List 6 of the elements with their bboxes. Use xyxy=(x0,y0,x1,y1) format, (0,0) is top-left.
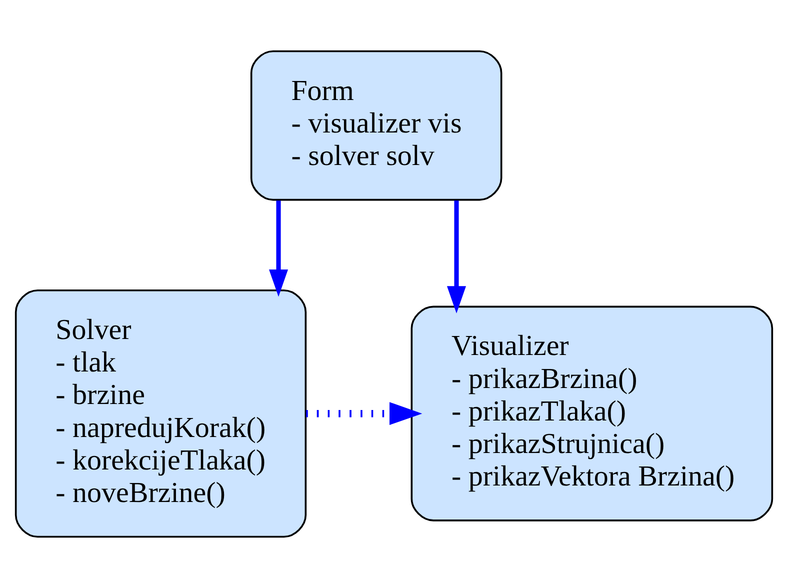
arrow xyxy=(446,200,466,313)
arrow xyxy=(268,200,288,296)
arrow xyxy=(306,402,422,425)
node-box: Visualizer - prikazBrzina() - prikazTlaka() - prikazStrujnica() - prikazVektora Brzina() xyxy=(410,305,774,521)
node-box: Solver - tlak - brzine - napredujKorak() - korekcijeTlaka() - noveBrzine() xyxy=(14,288,307,538)
node-box: Form - visualizer vis - solver solv xyxy=(250,50,502,200)
